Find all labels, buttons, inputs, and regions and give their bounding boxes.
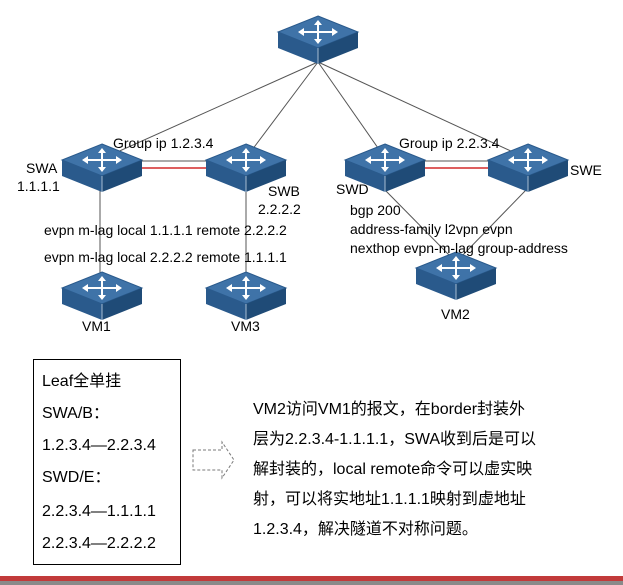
vm2-label: VM2 bbox=[441, 306, 470, 322]
vm1-switch-icon bbox=[60, 270, 144, 324]
note-line: 层为2.2.3.4-1.1.1.1，SWA收到后是可以 bbox=[253, 431, 537, 448]
leaf-box-line: 2.2.3.4—1.1.1.1 bbox=[42, 503, 156, 520]
core-switch-icon bbox=[276, 14, 360, 68]
swb-mlag-command: evpn m-lag local 2.2.2.2 remote 1.1.1.1 bbox=[44, 249, 287, 265]
footer-bar bbox=[0, 576, 623, 585]
note-line: 1.2.3.4，解决隧道不对称问题。 bbox=[253, 521, 478, 538]
nexthop-command: nexthop evpn-m-lag group-address bbox=[350, 240, 568, 256]
link-swd-vm2 bbox=[384, 189, 453, 259]
vm3-label: VM3 bbox=[231, 318, 260, 334]
explanation-note: VM2访问VM1的报文，在border封装外 层为2.2.3.4-1.1.1.1… bbox=[253, 395, 583, 545]
group-label-right: Group ip 2.2.3.4 bbox=[399, 135, 500, 151]
note-line: 射，可以将实地址1.1.1.1映射到虚地址 bbox=[253, 491, 526, 508]
swe-name: SWE bbox=[570, 162, 602, 178]
bgp-command: bgp 200 bbox=[350, 202, 401, 218]
leaf-mapping-box: Leaf全单挂 SWA/B： 1.2.3.4—2.2.3.4 SWD/E： 2.… bbox=[33, 359, 181, 565]
leaf-box-line: SWA/B： bbox=[42, 405, 109, 422]
link-core-swa bbox=[103, 61, 319, 159]
link-core-swb bbox=[245, 61, 319, 159]
swa-ip: 1.1.1.1 bbox=[17, 178, 60, 194]
vm2-switch-icon bbox=[414, 250, 498, 304]
footer-bar-red bbox=[0, 576, 623, 581]
leaf-box-line: SWD/E： bbox=[42, 469, 111, 486]
note-line: 解封装的，local remote命令可以虚实映 bbox=[253, 461, 533, 478]
vm3-switch-icon bbox=[204, 270, 288, 324]
leaf-box-line: 2.2.3.4—2.2.2.2 bbox=[42, 535, 156, 552]
group-label-left: Group ip 1.2.3.4 bbox=[113, 135, 214, 151]
leaf-box-line: Leaf全单挂 bbox=[42, 373, 122, 390]
link-core-swd bbox=[317, 61, 386, 159]
vm1-label: VM1 bbox=[82, 318, 111, 334]
address-family-command: address-family l2vpn evpn bbox=[350, 221, 513, 237]
swd-name: SWD bbox=[336, 181, 369, 197]
swa-name: SWA bbox=[26, 160, 58, 176]
link-core-swe bbox=[317, 61, 527, 159]
footer-bar-gray bbox=[0, 581, 623, 585]
swb-ip: 2.2.2.2 bbox=[258, 201, 301, 217]
link-swe-vm2 bbox=[459, 189, 527, 259]
dashed-arrow bbox=[192, 440, 235, 480]
swb-name: SWB bbox=[268, 183, 300, 199]
swa-mlag-command: evpn m-lag local 1.1.1.1 remote 2.2.2.2 bbox=[44, 222, 287, 238]
leaf-box-line: 1.2.3.4—2.2.3.4 bbox=[42, 437, 156, 454]
note-line: VM2访问VM1的报文，在border封装外 bbox=[253, 401, 526, 418]
